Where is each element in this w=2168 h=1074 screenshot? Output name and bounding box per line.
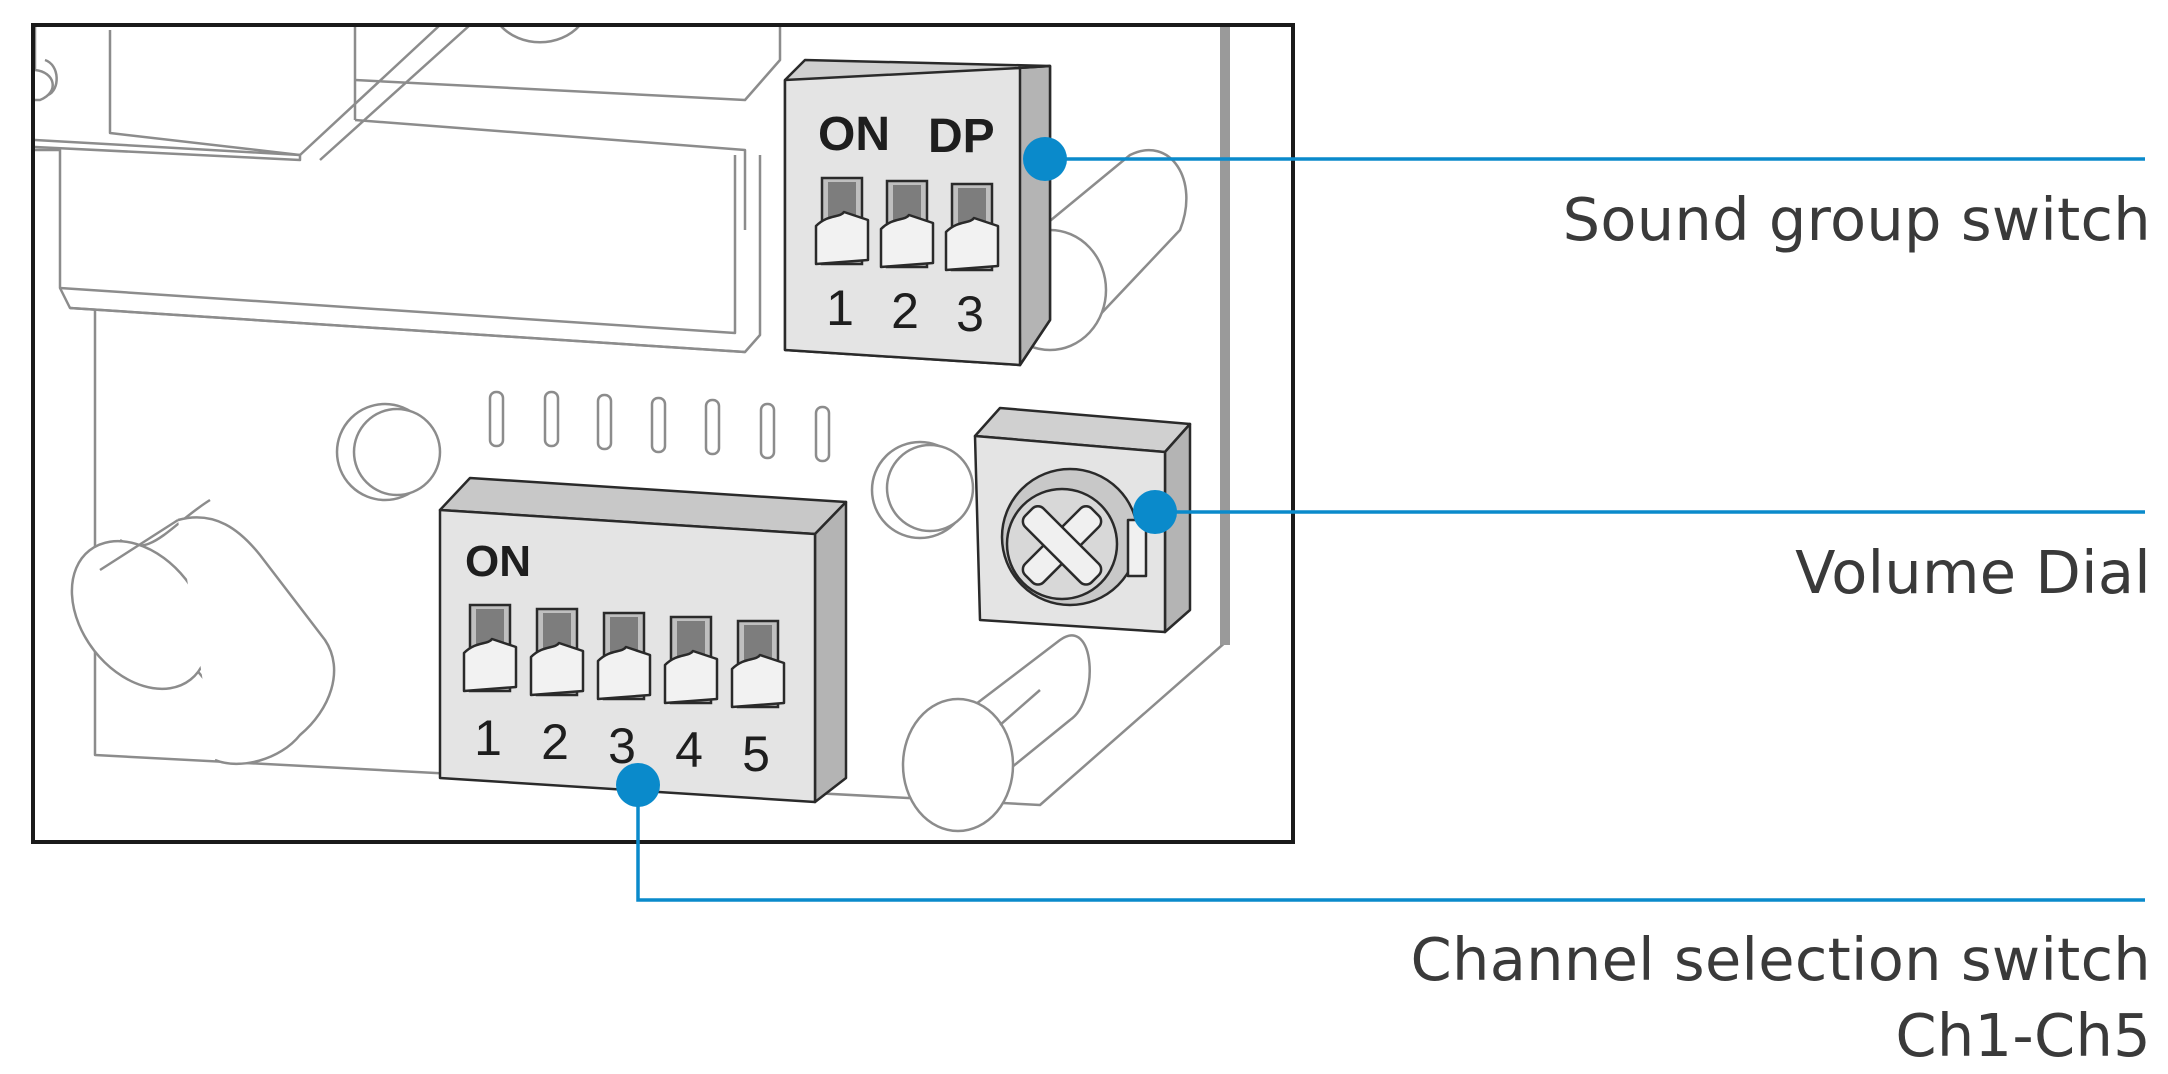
sound-switch-number-2: 2 (891, 283, 919, 339)
channel-switch-lever-3[interactable] (596, 611, 652, 701)
channel-switch-lever-5[interactable] (730, 619, 786, 709)
channel-callout-dot (616, 763, 660, 807)
sound-group-label: Sound group switch (1563, 182, 2151, 258)
sound-switch-number-1: 1 (826, 280, 854, 336)
volume-dial-label-text: Volume Dial (1795, 538, 2151, 607)
callout-leaders (636, 157, 2145, 902)
leader-line-channel (636, 785, 2145, 902)
sound-switch-on-label: ON (818, 108, 890, 161)
dial-cross-icon (1021, 505, 1103, 586)
channel-switch-on-label: ON (465, 537, 531, 586)
volume-dial[interactable] (973, 406, 1192, 634)
channel-switch-number-1: 1 (474, 710, 502, 766)
channel-switch-lever-1[interactable] (462, 603, 518, 693)
board-edge (1220, 25, 1230, 645)
capacitor-right-bottom (901, 634, 1091, 833)
capacitor-left (70, 498, 336, 766)
frame-border (31, 23, 1295, 844)
channel-switch-number-2: 2 (541, 714, 569, 770)
sound-switch-lever-3[interactable] (944, 182, 1000, 272)
channel-switch-levers[interactable] (462, 603, 786, 709)
channel-selection-label: Channel selection switch Ch1-Ch5 (1411, 922, 2151, 1074)
sound-callout-dot (1023, 137, 1067, 181)
sound-switch-levers[interactable] (814, 176, 1000, 272)
channel-label-line1: Channel selection switch (1410, 925, 2151, 994)
channel-switch-lever-2[interactable] (529, 607, 585, 697)
sound-switch-lever-1[interactable] (814, 176, 870, 266)
vent-slots (488, 390, 831, 463)
volume-callout-dot (1133, 490, 1177, 534)
channel-switch-lever-4[interactable] (663, 615, 719, 705)
sound-switch-dp-label: DP (928, 110, 995, 163)
sound-switch-lever-2[interactable] (879, 179, 935, 269)
sound-switch-number-3: 3 (956, 286, 984, 342)
sound-group-label-text: Sound group switch (1562, 185, 2151, 254)
volume-dial-label: Volume Dial (1795, 535, 2151, 611)
channel-switch-number-5: 5 (742, 726, 770, 782)
channel-switch-number-4: 4 (675, 722, 703, 778)
channel-label-line2: Ch1-Ch5 (1895, 1001, 2151, 1070)
